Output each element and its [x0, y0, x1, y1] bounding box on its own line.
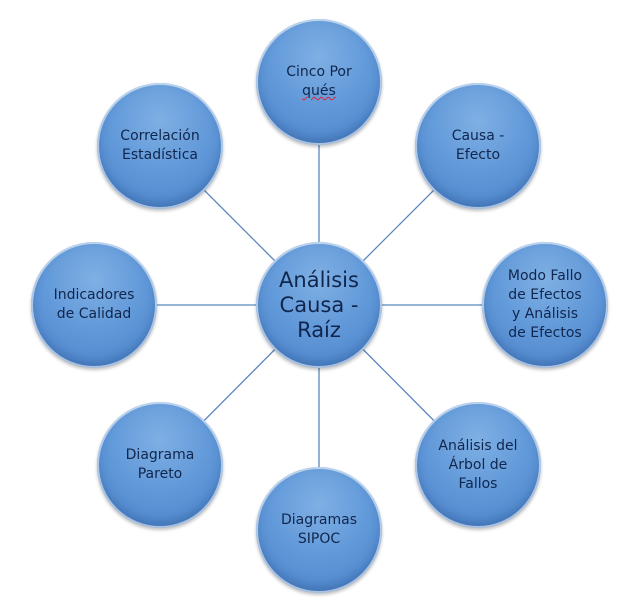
node-text: Indicadores: [53, 287, 135, 303]
node-text: Modo Fallo: [507, 268, 583, 284]
node-text: Estadística: [122, 147, 198, 163]
node-text: Pareto: [137, 466, 183, 482]
node-text: qués: [302, 83, 336, 99]
node-text: Correlación: [120, 128, 200, 144]
node-text: de Efectos: [508, 325, 582, 341]
node-text: SIPOC: [297, 531, 341, 547]
node-text: Cinco Por: [286, 64, 352, 80]
node-text: Árbol de: [448, 456, 508, 473]
node-text: Análisis: [279, 267, 359, 292]
node-text: Efecto: [455, 147, 501, 163]
node-cinco-por-ques: Cinco Por qués: [256, 19, 382, 145]
node-text: Diagrama: [125, 447, 195, 463]
node-text: Raíz: [297, 317, 341, 342]
node-text: Fallos: [458, 475, 498, 492]
node-indicadores-calidad: Indicadores de Calidad: [31, 242, 157, 368]
node-text: y Análisis: [511, 306, 579, 322]
node-causa-efecto: Causa - Efecto: [415, 83, 541, 209]
node-text: de Efectos: [508, 287, 582, 303]
node-text: de Calidad: [56, 306, 132, 322]
node-text: Análisis del: [438, 437, 518, 454]
node-text: Causa -: [279, 292, 359, 317]
node-modo-fallo-efectos: Modo Fallo de Efectos y Análisis de Efectos: [482, 242, 608, 368]
node-text: Diagramas: [281, 512, 357, 528]
node-text: Causa -: [451, 128, 505, 144]
